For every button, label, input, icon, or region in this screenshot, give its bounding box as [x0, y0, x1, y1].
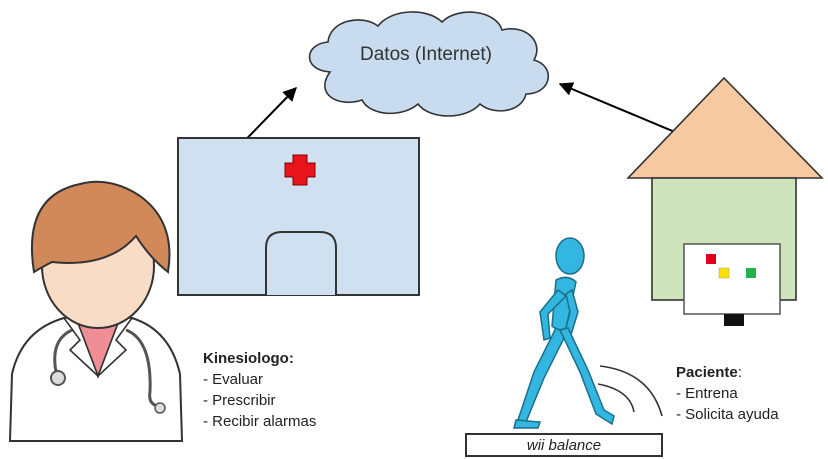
kinesiologo-item-prescribir: - Prescribir — [203, 392, 276, 409]
house-roof — [626, 76, 824, 179]
paciente-item-entrena: - Entrena — [676, 385, 738, 402]
paciente-block: Paciente: - Entrena - Solicita ayuda — [676, 362, 779, 425]
motion-lines — [597, 365, 663, 417]
doctor-icon — [8, 180, 184, 442]
led-yellow — [718, 267, 730, 279]
wii-balance-board — [465, 433, 663, 457]
console-device-icon — [683, 243, 781, 326]
kinesiologo-item-evaluar: - Evaluar — [203, 371, 264, 388]
led-red — [706, 254, 716, 264]
kinesiologo-title: Kinesiologo: — [203, 350, 294, 367]
red-cross-icon — [284, 154, 316, 186]
kinesiologo-block: Kinesiologo: - Evaluar - Prescribir - Re… — [203, 348, 316, 432]
patient-walking-figure-icon — [513, 237, 615, 429]
cloud-icon — [308, 11, 550, 117]
paciente-title-suffix: : — [737, 364, 742, 381]
paciente-heading: Paciente: — [676, 362, 779, 383]
cloud-house-arrow — [558, 82, 696, 142]
kinesiologo-item-alarmas: - Recibir alarmas — [203, 413, 317, 430]
stethoscope-icon — [53, 328, 159, 408]
wii-balance-label: wii balance — [526, 437, 602, 454]
doctor-hair — [30, 180, 171, 274]
hospital-door — [265, 231, 337, 295]
paciente-item-ayuda: - Solicita ayuda — [676, 406, 779, 423]
led-green — [746, 268, 756, 278]
paciente-title: Paciente — [676, 364, 738, 381]
cloud-label: Datos (Internet) — [360, 44, 492, 65]
hospital-building — [177, 137, 420, 296]
